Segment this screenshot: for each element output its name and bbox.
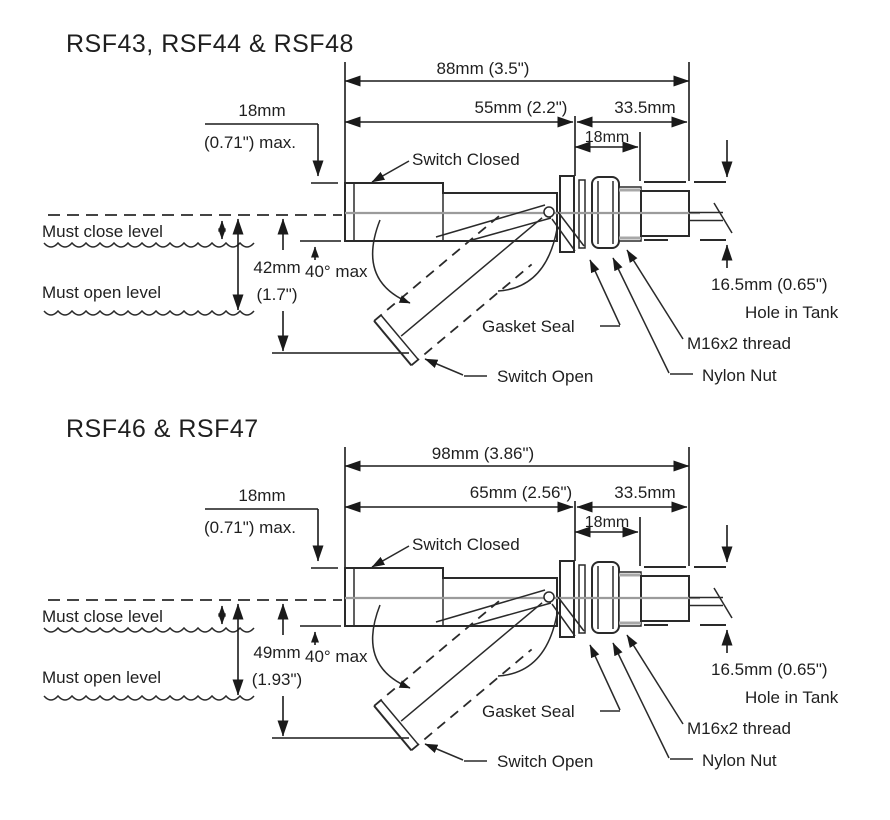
- float-switch-body: [344, 560, 733, 677]
- water-levels: Must close level Must open level 42mm (1…: [42, 214, 409, 354]
- float-clearance-mm-label: 18mm: [238, 101, 285, 120]
- switch-open-label: Switch Open: [497, 752, 593, 771]
- travel-mm-label: 49mm: [253, 643, 300, 662]
- diagram-rsf46-47: RSF46 & RSF47 98mm (3.86") 65mm (2.56") …: [42, 415, 839, 771]
- callout-leaders: Switch Closed Switch Open Gasket Seal M1…: [371, 535, 791, 771]
- dim-body-label: 55mm (2.2"): [475, 98, 568, 117]
- must-close-level-label: Must close level: [42, 222, 163, 241]
- pivot: [543, 591, 555, 603]
- waterline: [43, 241, 255, 248]
- float-switch-body: [344, 175, 733, 292]
- tank-wall: 16.5mm (0.65") Hole in Tank: [644, 140, 839, 322]
- dim-thread-label: 18mm: [585, 129, 629, 146]
- water-levels: Must close level Must open level 49mm (1…: [42, 599, 409, 739]
- angle-label: 40° max: [305, 262, 368, 281]
- thread-label: M16x2 thread: [687, 334, 791, 353]
- tank-wall: 16.5mm (0.65") Hole in Tank: [644, 525, 839, 707]
- waterline: [43, 309, 255, 316]
- callout-leaders: Switch Closed Switch Open Gasket Seal M1…: [371, 150, 791, 386]
- dim-body-label: 65mm (2.56"): [470, 483, 572, 502]
- travel-in-label: (1.7"): [257, 285, 298, 304]
- dimension-lines: 98mm (3.86") 65mm (2.56") 33.5mm 18mm 18…: [204, 444, 690, 569]
- nylon-nut-label: Nylon Nut: [702, 366, 777, 385]
- thread-label: M16x2 thread: [687, 719, 791, 738]
- waterline: [43, 626, 255, 633]
- dimension-lines: 88mm (3.5") 55mm (2.2") 33.5mm 18mm 18mm…: [204, 59, 690, 184]
- float-open-position: [371, 212, 543, 367]
- diagram-rsf43-44-48: RSF43, RSF44 & RSF48 88mm (3.5") 55mm (2…: [42, 30, 839, 386]
- must-close-level-label: Must close level: [42, 607, 163, 626]
- float-clearance-in-label: (0.71") max.: [204, 133, 296, 152]
- travel-in-label: (1.93"): [252, 670, 302, 689]
- wire-break: [713, 202, 733, 234]
- rotation-arc: [371, 219, 411, 304]
- rotation-arc: [371, 604, 411, 689]
- waterline: [43, 694, 255, 701]
- must-open-level-label: Must open level: [42, 668, 161, 687]
- hole-dim-label: 16.5mm (0.65"): [711, 660, 828, 679]
- section-title: RSF43, RSF44 & RSF48: [66, 30, 354, 58]
- hole-in-tank-label: Hole in Tank: [745, 688, 839, 707]
- pivot: [543, 206, 555, 218]
- wire-break: [713, 587, 733, 619]
- must-open-level-label: Must open level: [42, 283, 161, 302]
- switch-open-label: Switch Open: [497, 367, 593, 386]
- float-clearance-mm-label: 18mm: [238, 486, 285, 505]
- travel-mm-label: 42mm: [253, 258, 300, 277]
- float-open-position: [371, 597, 543, 752]
- gasket-seal-label: Gasket Seal: [482, 702, 575, 721]
- float-clearance-in-label: (0.71") max.: [204, 518, 296, 537]
- gasket-seal-label: Gasket Seal: [482, 317, 575, 336]
- dim-overall-label: 98mm (3.86"): [432, 444, 534, 463]
- nylon-nut-label: Nylon Nut: [702, 751, 777, 770]
- hole-in-tank-label: Hole in Tank: [745, 303, 839, 322]
- dim-overall-label: 88mm (3.5"): [437, 59, 530, 78]
- section-title: RSF46 & RSF47: [66, 415, 259, 443]
- dim-thread-label: 18mm: [585, 514, 629, 531]
- switch-closed-label: Switch Closed: [412, 150, 520, 169]
- switch-closed-label: Switch Closed: [412, 535, 520, 554]
- angle-label: 40° max: [305, 647, 368, 666]
- dim-stem-label: 33.5mm: [614, 483, 675, 502]
- dim-stem-label: 33.5mm: [614, 98, 675, 117]
- hole-dim-label: 16.5mm (0.65"): [711, 275, 828, 294]
